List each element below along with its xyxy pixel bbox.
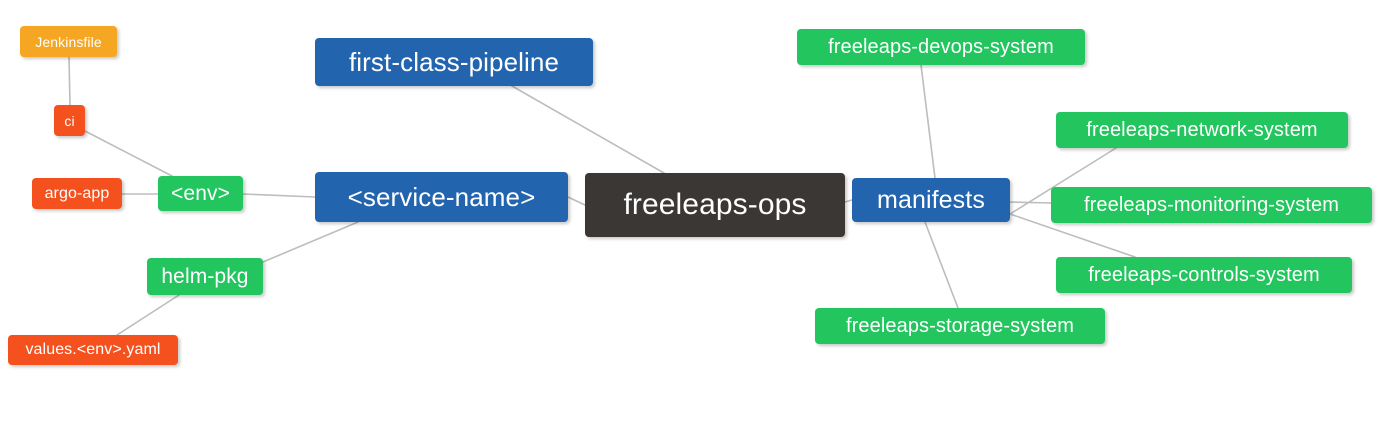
edge-ci-to-jenkinsfile: [68, 56, 71, 106]
node-ci[interactable]: ci: [54, 105, 85, 136]
node-label-service-name: <service-name>: [347, 182, 536, 212]
node-label-ci: ci: [64, 112, 75, 129]
node-argo-app[interactable]: argo-app: [32, 178, 122, 209]
edge-manifests-to-freeleaps-storage-system: [924, 221, 959, 309]
node-label-freeleaps-devops-system: freeleaps-devops-system: [828, 36, 1054, 58]
node-first-class-pipeline[interactable]: first-class-pipeline: [315, 38, 593, 86]
node-label-freeleaps-storage-system: freeleaps-storage-system: [845, 315, 1075, 337]
node-label-jenkinsfile: Jenkinsfile: [35, 33, 102, 50]
node-label-argo-app: argo-app: [44, 184, 110, 202]
node-label-manifests: manifests: [877, 185, 985, 214]
node-label-freeleaps-ops: freeleaps-ops: [623, 188, 807, 221]
node-freeleaps-ops[interactable]: freeleaps-ops: [585, 173, 845, 237]
edge-manifests-to-freeleaps-monitoring-system: [1009, 201, 1052, 204]
node-label-helm-pkg: helm-pkg: [161, 265, 249, 288]
edge-freeleaps-ops-to-first-class-pipeline: [511, 85, 665, 174]
node-values-env-yaml[interactable]: values.<env>.yaml: [8, 335, 178, 365]
node-label-freeleaps-controls-system: freeleaps-controls-system: [1088, 264, 1320, 286]
edge-freeleaps-ops-to-manifests: [844, 199, 853, 203]
edge-manifests-to-freeleaps-devops-system: [920, 64, 936, 179]
node-label-first-class-pipeline: first-class-pipeline: [348, 47, 560, 77]
node-jenkinsfile[interactable]: Jenkinsfile: [20, 26, 117, 57]
node-env[interactable]: <env>: [158, 176, 243, 211]
node-helm-pkg[interactable]: helm-pkg: [147, 258, 263, 295]
node-label-env: <env>: [171, 182, 230, 205]
edge-helm-pkg-to-values-env-yaml: [116, 294, 180, 336]
node-freeleaps-storage-system[interactable]: freeleaps-storage-system: [815, 308, 1105, 344]
edge-service-name-to-env: [242, 193, 316, 198]
node-freeleaps-devops-system[interactable]: freeleaps-devops-system: [797, 29, 1085, 65]
node-service-name[interactable]: <service-name>: [315, 172, 568, 222]
node-label-freeleaps-monitoring-system: freeleaps-monitoring-system: [1083, 194, 1339, 216]
edge-freeleaps-ops-to-service-name: [567, 196, 586, 206]
node-freeleaps-monitoring-system[interactable]: freeleaps-monitoring-system: [1051, 187, 1372, 223]
node-label-values-env-yaml: values.<env>.yaml: [25, 341, 161, 358]
node-manifests[interactable]: manifests: [852, 178, 1010, 222]
node-freeleaps-controls-system[interactable]: freeleaps-controls-system: [1056, 257, 1352, 293]
edge-service-name-to-helm-pkg: [262, 221, 359, 263]
node-freeleaps-network-system[interactable]: freeleaps-network-system: [1056, 112, 1348, 148]
edge-env-to-ci: [84, 130, 173, 177]
node-label-freeleaps-network-system: freeleaps-network-system: [1086, 119, 1318, 141]
